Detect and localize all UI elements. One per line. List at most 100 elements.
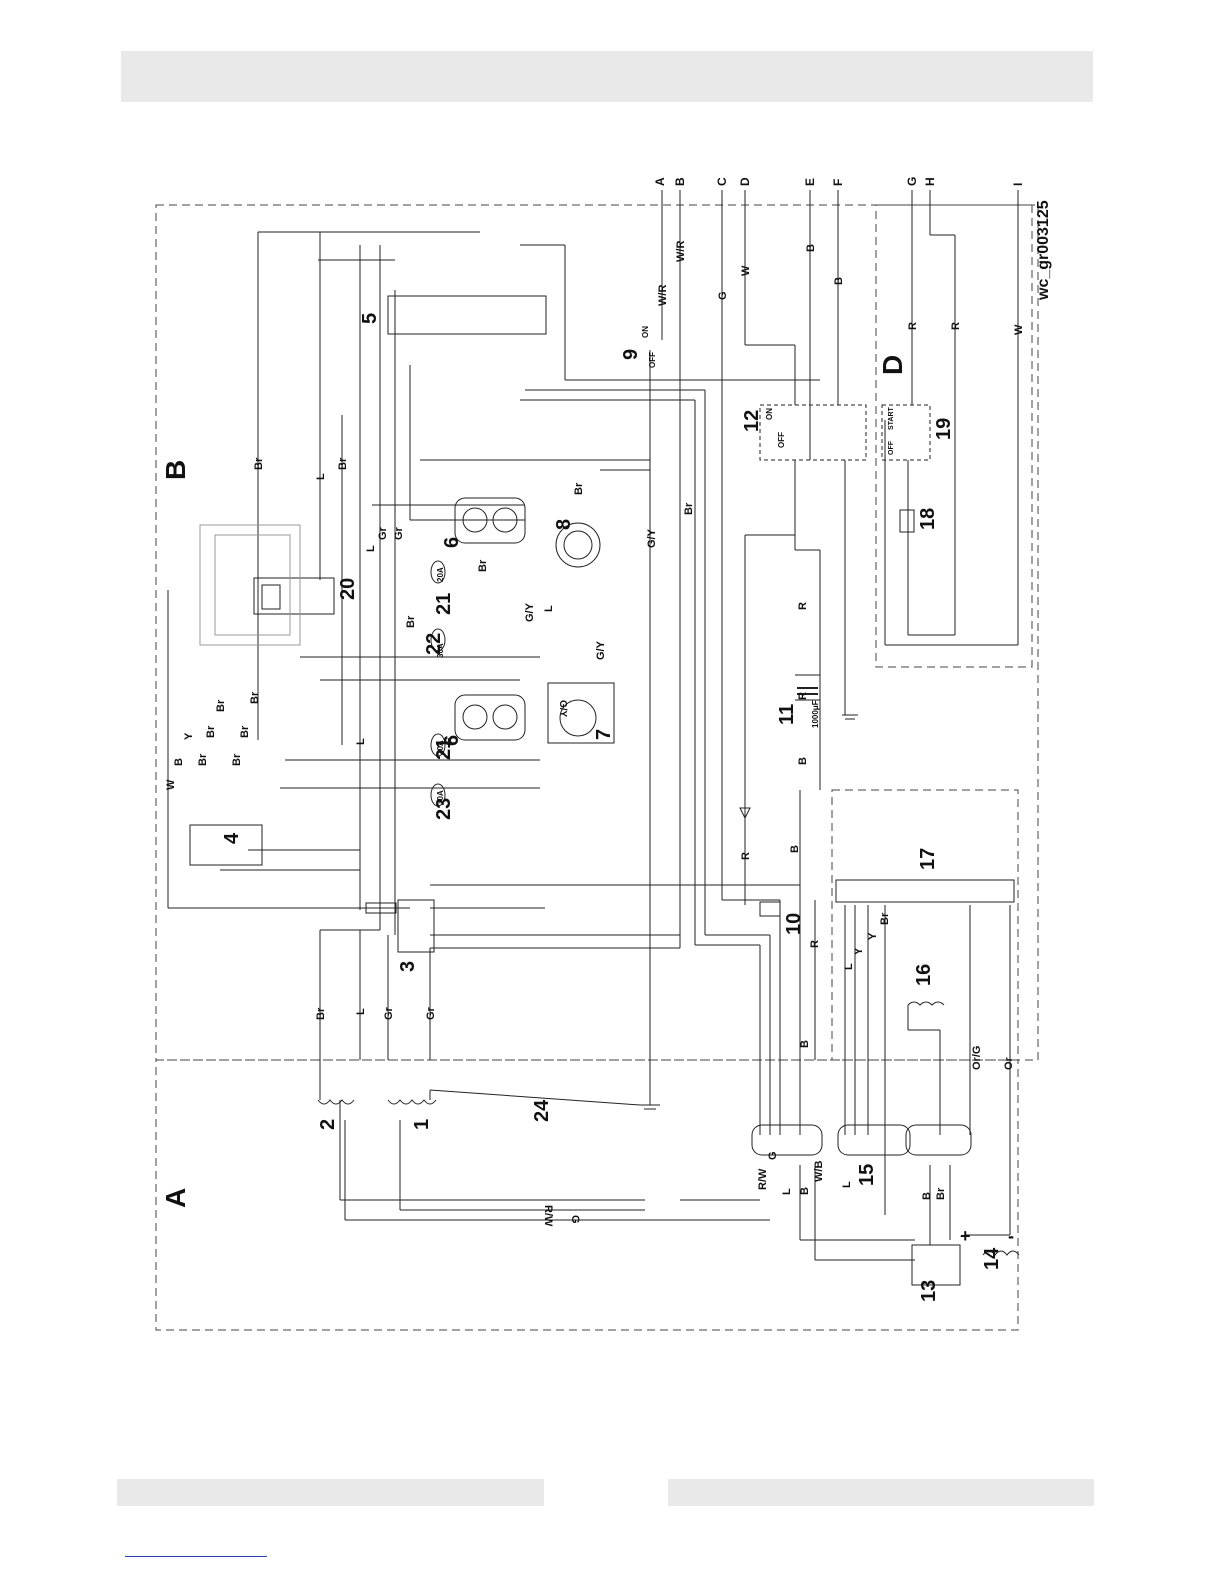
components: [189, 295, 1020, 1286]
wire-label: L: [841, 1181, 853, 1188]
breaker-rating-23: 30A: [436, 790, 445, 805]
wire-label: G/Y: [524, 602, 536, 622]
breaker-23: [430, 783, 446, 807]
component-17: [835, 879, 1015, 903]
switch-19-off: OFF: [888, 440, 895, 455]
component-number-8: 8: [553, 519, 575, 530]
breaker-21-upper: [430, 560, 446, 584]
switch-9-on: ON: [641, 326, 650, 338]
section-d-boundary: [875, 204, 1033, 668]
wire-label: Br: [935, 1187, 947, 1200]
wire-label: Br: [253, 457, 265, 470]
component-number-24: 24: [531, 1099, 553, 1122]
receptacle-7-frame: [547, 682, 615, 744]
wire-label: B: [833, 277, 845, 285]
component-4: [189, 824, 263, 866]
wire-label: L: [315, 473, 327, 480]
breaker-22: [430, 628, 446, 652]
wire-label: Gr: [393, 526, 405, 540]
receptacle-6-lower: [454, 694, 526, 741]
switch-12: [759, 404, 867, 461]
capacitor-rating: 1000μF: [811, 700, 820, 728]
section-a-upper-boundary: [831, 789, 1019, 1061]
switch-9-off: OFF: [648, 352, 657, 368]
terminal-letter-f: F: [831, 179, 845, 186]
component-number-11: 11: [776, 704, 798, 725]
wire-label: Br: [315, 1007, 327, 1020]
wire-label: R/W: [542, 1205, 554, 1227]
wire-label: B: [789, 845, 801, 853]
wire-label: Or: [1003, 1056, 1015, 1070]
wire-label: L: [355, 1008, 367, 1015]
wire-label: G/Y: [557, 700, 568, 718]
wire-label: Br: [683, 502, 695, 515]
wire-label: Y: [867, 932, 879, 940]
component-number-15: 15: [856, 1164, 878, 1186]
terminal-letter-d: D: [738, 177, 752, 186]
component-10: [759, 901, 781, 917]
component-number-19: 19: [933, 418, 955, 440]
component-number-6-lower: 6: [441, 735, 463, 746]
section-label-d: D: [877, 355, 908, 375]
wire-label: Br: [249, 691, 261, 704]
component-number-21-lower: 21: [433, 738, 455, 760]
wire-label: L: [543, 605, 555, 612]
wire-label: B: [173, 758, 185, 766]
wire-label: B: [797, 757, 809, 765]
component-number-23: 23: [433, 798, 455, 820]
wire-label: Gr: [425, 1006, 437, 1020]
wire-label: Br: [197, 753, 209, 766]
wire-label: G/Y: [646, 528, 658, 548]
component-number-10: 10: [783, 913, 805, 935]
section-boundaries: [155, 204, 1039, 1331]
wire-label: Br: [879, 912, 891, 925]
wire-label: W: [740, 265, 752, 276]
wire-label: R: [740, 852, 752, 860]
wire-label: Or/G: [971, 1046, 983, 1070]
component-number-14: 14: [981, 1247, 1003, 1270]
wire-label: Br: [205, 725, 217, 738]
wire-label: R/W: [757, 1168, 769, 1190]
footer-bar-left: [117, 1479, 544, 1506]
breaker-rating-21-upper: 20A: [436, 567, 445, 582]
wire-label: R: [797, 602, 809, 610]
connector-left: [751, 1124, 823, 1156]
section-b-boundary: [155, 204, 1039, 1061]
wire-label: G/Y: [595, 640, 607, 660]
wire-label: W: [165, 779, 177, 790]
wire-label: R: [809, 940, 821, 948]
section-label-a: A: [160, 1188, 191, 1208]
coil-14: [982, 1250, 1020, 1256]
wire-label: Br: [239, 725, 251, 738]
component-number-2: 2: [317, 1119, 339, 1130]
terminal-letter-b: B: [673, 177, 687, 186]
wire-label: Y: [853, 947, 865, 955]
wire-label: L: [843, 963, 855, 970]
terminal-letter-e: E: [803, 178, 817, 186]
connector-right: [905, 1124, 972, 1156]
terminal-lines: [661, 190, 1019, 205]
footer-link-underline[interactable]: [125, 1556, 267, 1557]
wire-label: Br: [337, 457, 349, 470]
component-number-21-upper: 21: [433, 593, 455, 615]
wire-label: W/R: [657, 285, 669, 306]
wire-label: L: [781, 1188, 793, 1195]
polarity-plus: +: [960, 1226, 971, 1246]
polarity-minus: -: [1008, 1226, 1014, 1246]
terminal-letter-i: I: [1011, 183, 1025, 186]
terminal-letter-h: H: [923, 177, 937, 186]
switch-12-on: ON: [765, 408, 774, 420]
component-number-17: 17: [917, 848, 939, 870]
wire-label: W/R: [675, 241, 687, 262]
coil-16: [907, 1001, 945, 1006]
bridge-20: [253, 577, 335, 615]
terminal-strip-3: [397, 899, 435, 953]
wire-label: R: [950, 322, 962, 330]
wire-label: Br: [477, 559, 489, 572]
component-number-22: 22: [423, 633, 445, 655]
wire-label: Y: [183, 732, 195, 740]
component-number-4: 4: [221, 832, 243, 844]
component-number-3: 3: [397, 961, 419, 972]
terminal-letter-a: A: [653, 177, 667, 186]
